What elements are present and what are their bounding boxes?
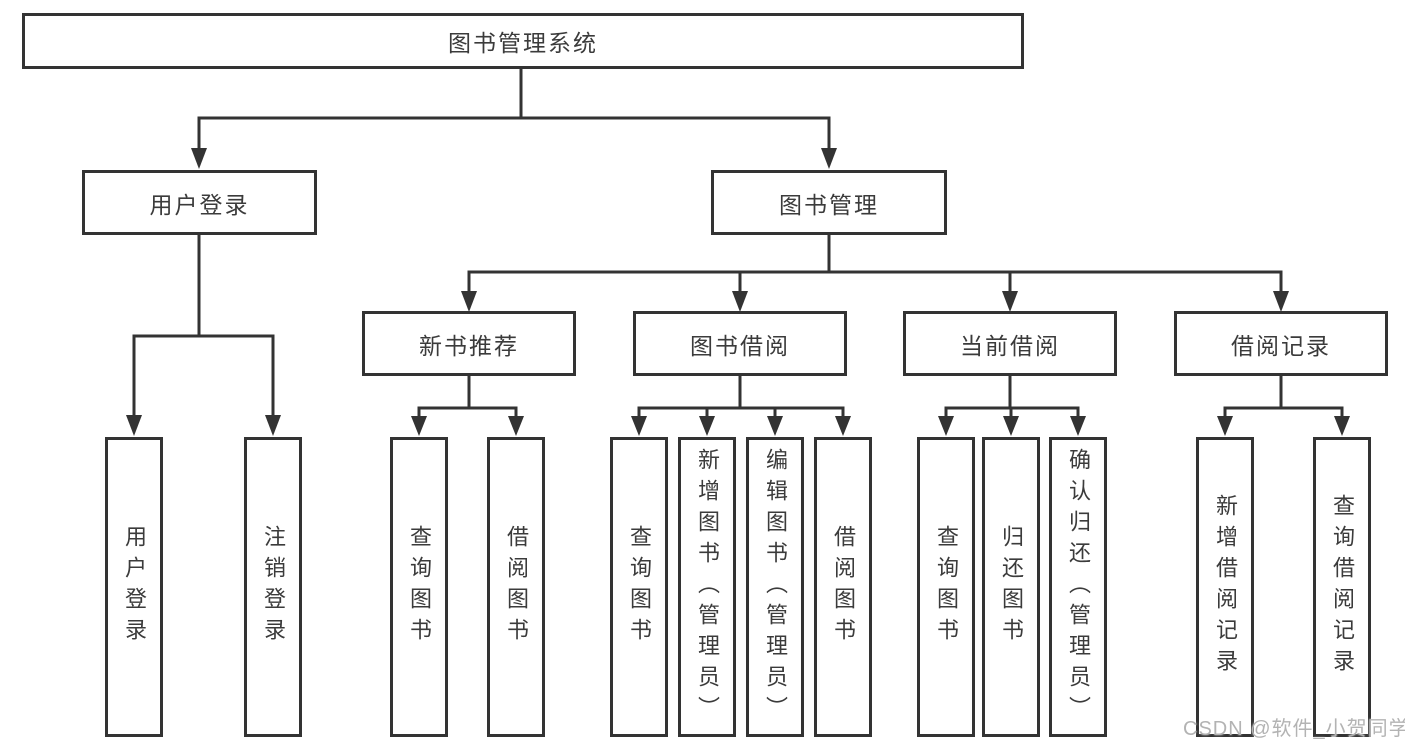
leaf-label: 确认归还（管理员） — [1066, 447, 1091, 727]
leaf-confirm-return-admin: 确认归还（管理员） — [1049, 437, 1107, 737]
leaf-label: 编辑图书（管理员） — [763, 447, 788, 727]
leaf-logout: 注销登录 — [244, 437, 302, 737]
leaf-label: 查询借阅记录 — [1330, 494, 1355, 680]
leaf-add-borrow-record: 新增借阅记录 — [1196, 437, 1254, 737]
node-label: 用户登录 — [149, 191, 250, 218]
node-book-management: 图书管理 — [711, 170, 947, 235]
node-book-borrowing: 图书借阅 — [633, 311, 847, 376]
node-label: 图书管理系统 — [448, 30, 598, 56]
node-library-management-system: 图书管理系统 — [22, 13, 1024, 69]
leaf-label: 归还图书 — [999, 525, 1024, 649]
node-label: 图书管理 — [779, 191, 879, 218]
leaf-return-books: 归还图书 — [982, 437, 1040, 737]
node-user-login: 用户登录 — [82, 170, 317, 235]
leaf-label: 查询图书 — [627, 525, 652, 649]
node-label: 新书推荐 — [419, 332, 519, 359]
node-borrowing-records: 借阅记录 — [1174, 311, 1388, 376]
leaf-label: 借阅图书 — [504, 525, 529, 649]
node-label: 图书借阅 — [690, 332, 790, 359]
leaf-user-login: 用户登录 — [105, 437, 163, 737]
leaf-label: 新增借阅记录 — [1213, 494, 1238, 680]
csdn-watermark: CSDN @软件_小贺同学 — [1183, 718, 1405, 740]
node-label: 当前借阅 — [960, 332, 1060, 359]
leaf-label: 查询图书 — [934, 525, 959, 649]
leaf-label: 用户登录 — [122, 525, 147, 649]
leaf-label: 新增图书（管理员） — [695, 447, 720, 727]
leaf-query-books-recommend: 查询图书 — [390, 437, 448, 737]
leaf-borrow-books-recommend: 借阅图书 — [487, 437, 545, 737]
node-new-book-recommend: 新书推荐 — [362, 311, 576, 376]
leaf-label: 借阅图书 — [831, 525, 856, 649]
leaf-label: 查询图书 — [407, 525, 432, 649]
leaf-query-borrow-record: 查询借阅记录 — [1313, 437, 1371, 737]
leaf-query-books-current: 查询图书 — [917, 437, 975, 737]
node-current-borrowing: 当前借阅 — [903, 311, 1117, 376]
leaf-borrow-books-borrowing: 借阅图书 — [814, 437, 872, 737]
leaf-add-book-admin: 新增图书（管理员） — [678, 437, 736, 737]
leaf-query-books-borrowing: 查询图书 — [610, 437, 668, 737]
leaf-edit-book-admin: 编辑图书（管理员） — [746, 437, 804, 737]
node-label: 借阅记录 — [1231, 332, 1331, 359]
leaf-label: 注销登录 — [261, 525, 286, 649]
